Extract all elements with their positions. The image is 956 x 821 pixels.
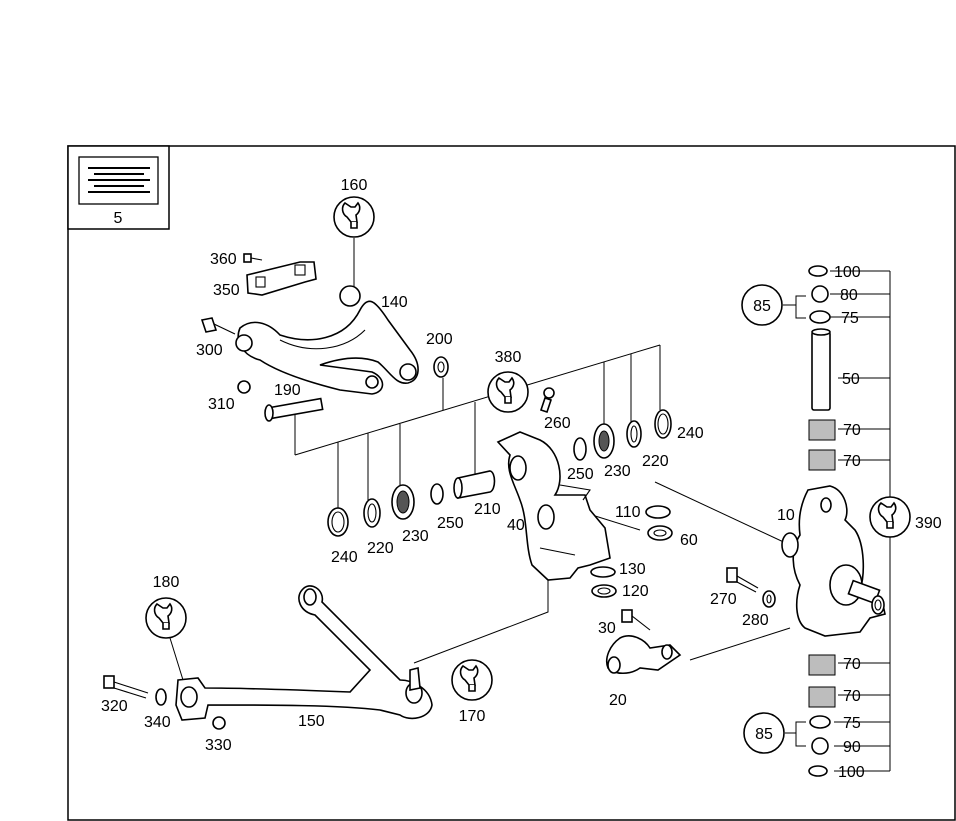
- nut-330: [212, 716, 226, 730]
- callout-250-left: 250: [437, 515, 464, 532]
- svg-text:85: 85: [753, 298, 771, 315]
- callout-120: 120: [622, 583, 649, 600]
- callout-320: 320: [101, 698, 128, 715]
- callout-labels: 360 350 140 300 310 190 200 260 240 220 …: [101, 251, 865, 781]
- steering-knuckle-10: [781, 485, 886, 637]
- callout-330: 330: [205, 737, 232, 754]
- grease-nipple-260: [539, 387, 555, 414]
- kingpin-stack: [808, 265, 836, 777]
- nut-310: [237, 380, 251, 394]
- svg-text:390: 390: [915, 515, 942, 532]
- callout-240-right: 240: [677, 425, 704, 442]
- bolt-270: [726, 567, 759, 593]
- svg-text:380: 380: [495, 349, 522, 366]
- callout-80: 80: [840, 287, 858, 304]
- callout-10: 10: [777, 507, 795, 524]
- torque-badge-390: 390: [869, 496, 942, 538]
- lower-control-arm: [175, 585, 433, 721]
- callout-210: 210: [474, 501, 501, 518]
- callout-75-top: 75: [841, 310, 859, 327]
- washer-340: [155, 688, 167, 706]
- callout-240-left: 240: [331, 549, 358, 566]
- callout-50: 50: [842, 371, 860, 388]
- bolt-320: [103, 675, 149, 699]
- washer-280: [762, 590, 776, 608]
- circle-badge-85-top: 85: [741, 284, 783, 326]
- svg-text:85: 85: [755, 726, 773, 743]
- washer-200: [433, 356, 449, 378]
- callout-340: 340: [144, 714, 171, 731]
- callout-280: 280: [742, 612, 769, 629]
- bearing-stack-right: [573, 409, 672, 461]
- callout-70-1: 70: [843, 422, 861, 439]
- callout-130: 130: [619, 561, 646, 578]
- steering-arm-20: [605, 635, 682, 675]
- callout-220-right: 220: [642, 453, 669, 470]
- callout-30: 30: [598, 620, 616, 637]
- group-badge: 5: [67, 145, 170, 230]
- plate-350: [246, 261, 317, 296]
- torque-badge-180: 180: [145, 574, 187, 681]
- upper-control-arm: [235, 285, 419, 395]
- callout-100-bottom: 100: [838, 764, 865, 781]
- bearing-stack-left: [327, 470, 496, 537]
- group-badge-number: 5: [114, 210, 123, 227]
- seals-110-60: [645, 505, 673, 541]
- callout-230-right: 230: [604, 463, 631, 480]
- callout-250-right: 250: [567, 466, 594, 483]
- callout-100-top: 100: [834, 264, 861, 281]
- torque-badge-380: 380: [487, 349, 529, 413]
- callout-70-3: 70: [843, 656, 861, 673]
- callout-150: 150: [298, 713, 325, 730]
- callout-140: 140: [381, 294, 408, 311]
- callout-230-left: 230: [402, 528, 429, 545]
- callout-220-left: 220: [367, 540, 394, 557]
- pin-190: [264, 397, 324, 422]
- bolt-300: [200, 317, 236, 335]
- torque-badge-170: 170: [451, 659, 493, 725]
- diagram-frame: [67, 145, 956, 821]
- callout-60: 60: [680, 532, 698, 549]
- svg-text:160: 160: [341, 177, 368, 194]
- circle-badge-85-bottom: 85: [743, 712, 785, 754]
- bolt-30: [621, 609, 651, 631]
- torque-badge-160: 160: [333, 177, 375, 238]
- callout-110: 110: [615, 504, 641, 521]
- callout-350: 350: [213, 282, 240, 299]
- svg-text:170: 170: [459, 708, 486, 725]
- callout-300: 300: [196, 342, 223, 359]
- callout-70-4: 70: [843, 688, 861, 705]
- callout-190: 190: [274, 382, 301, 399]
- bolt-360: [243, 253, 263, 263]
- seals-130-120: [590, 566, 617, 598]
- callout-260: 260: [544, 415, 571, 432]
- callout-40: 40: [507, 517, 525, 534]
- callout-90: 90: [843, 739, 861, 756]
- callout-270: 270: [710, 591, 737, 608]
- callout-310: 310: [208, 396, 235, 413]
- callout-360: 360: [210, 251, 237, 268]
- callout-70-2: 70: [843, 453, 861, 470]
- callout-75-bottom: 75: [843, 715, 861, 732]
- callout-20: 20: [609, 692, 627, 709]
- callout-200: 200: [426, 331, 453, 348]
- svg-text:180: 180: [153, 574, 180, 591]
- steering-knuckle-40: [496, 431, 611, 581]
